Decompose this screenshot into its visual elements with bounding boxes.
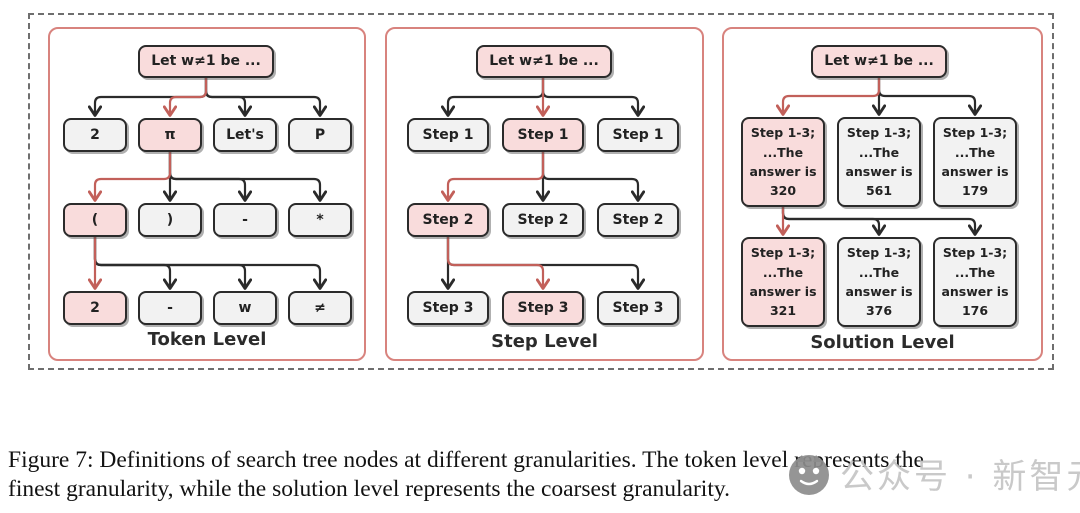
root-node-label: Let w≠1 be ... bbox=[151, 53, 261, 69]
panel-step-level: Let w≠1 be ... Step 1 Step 1 Step 1 Step… bbox=[385, 27, 704, 361]
tree-node: - bbox=[213, 203, 277, 237]
tree-node-label: Step 2 bbox=[517, 211, 569, 228]
tree-node: Step 3 bbox=[407, 291, 489, 325]
tree-node: Step 1-3; ...The answer is 376 bbox=[837, 237, 921, 327]
tree-node: Step 1-3; ...The answer is 176 bbox=[933, 237, 1017, 327]
tree-node-highlighted: Step 2 bbox=[407, 203, 489, 237]
tree-node-label: Step 1-3; ...The answer is 561 bbox=[845, 125, 913, 199]
tree-node-label: w bbox=[238, 299, 252, 316]
root-node-label: Let w≠1 be ... bbox=[489, 53, 599, 69]
tree-node-label: Step 1-3; ...The answer is 176 bbox=[941, 245, 1009, 319]
watermark-logo-icon bbox=[789, 454, 829, 495]
tree-node-label: Let's bbox=[226, 126, 264, 143]
tree-node-highlighted: Step 1 bbox=[502, 118, 584, 152]
tree-node-label: ) bbox=[166, 211, 174, 228]
tree-node-highlighted: Step 3 bbox=[502, 291, 584, 325]
tree-node-highlighted: Step 1-3; ...The answer is 320 bbox=[741, 117, 825, 207]
panel-title: Token Level bbox=[147, 329, 267, 350]
tree-node-highlighted: ( bbox=[63, 203, 127, 237]
figure-dashed-frame: Let w≠1 be ... 2 π Let's P ( ) - * 2 - w… bbox=[28, 13, 1054, 370]
tree-node-highlighted: 2 bbox=[63, 291, 127, 325]
tree-node: Step 1 bbox=[597, 118, 679, 152]
tree-node: w bbox=[213, 291, 277, 325]
root-node-label: Let w≠1 be ... bbox=[824, 53, 934, 69]
tree-node-label: - bbox=[167, 299, 173, 316]
panel-token-level: Let w≠1 be ... 2 π Let's P ( ) - * 2 - w… bbox=[48, 27, 366, 361]
tree-node-label: Step 2 bbox=[612, 211, 664, 228]
root-node: Let w≠1 be ... bbox=[476, 45, 612, 78]
tree-node: P bbox=[288, 118, 352, 152]
tree-node-highlighted: Step 1-3; ...The answer is 321 bbox=[741, 237, 825, 327]
figure-caption-line1: Figure 7: Definitions of search tree nod… bbox=[8, 447, 924, 473]
tree-node-label: - bbox=[242, 211, 248, 228]
tree-node-label: π bbox=[164, 126, 176, 143]
tree-node-label: Step 1 bbox=[612, 126, 664, 143]
tree-node-label: 2 bbox=[90, 299, 100, 316]
tree-node: 2 bbox=[63, 118, 127, 152]
tree-node-label: * bbox=[316, 211, 324, 228]
tree-node-label: Step 1 bbox=[517, 126, 569, 143]
tree-node-label: Step 1-3; ...The answer is 320 bbox=[749, 125, 817, 199]
panel-title: Step Level bbox=[491, 331, 598, 352]
tree-arrows bbox=[87, 76, 328, 290]
tree-node: ) bbox=[138, 203, 202, 237]
tree-node-label: Step 1-3; ...The answer is 179 bbox=[941, 125, 1009, 199]
figure-caption-line2: finest granularity, while the solution l… bbox=[8, 476, 730, 502]
watermark-text: 公众号 · 新智元 bbox=[840, 457, 1080, 497]
tree-node-label: Step 3 bbox=[517, 299, 569, 316]
tree-node: Let's bbox=[213, 118, 277, 152]
panel-title: Solution Level bbox=[810, 332, 955, 353]
tree-node-label: Step 1 bbox=[422, 126, 474, 143]
tree-node: Step 1-3; ...The answer is 179 bbox=[933, 117, 1017, 207]
tree-node-label: 2 bbox=[90, 126, 100, 143]
tree-node-label: Step 3 bbox=[612, 299, 664, 316]
tree-node: Step 2 bbox=[597, 203, 679, 237]
root-node: Let w≠1 be ... bbox=[138, 45, 274, 78]
tree-node: ≠ bbox=[288, 291, 352, 325]
tree-node: Step 2 bbox=[502, 203, 584, 237]
tree-node-label: Step 1-3; ...The answer is 376 bbox=[845, 245, 913, 319]
tree-node-label: Step 1-3; ...The answer is 321 bbox=[749, 245, 817, 319]
tree-node: * bbox=[288, 203, 352, 237]
panel-solution-level: Let w≠1 be ... Step 1-3; ...The answer i… bbox=[722, 27, 1043, 361]
root-node: Let w≠1 be ... bbox=[811, 45, 947, 78]
tree-node-label: Step 2 bbox=[422, 211, 474, 228]
tree-node-label: Step 3 bbox=[422, 299, 474, 316]
tree-node-highlighted: π bbox=[138, 118, 202, 152]
figure-caption: Figure 7: Definitions of search tree nod… bbox=[8, 446, 1076, 504]
tree-node-label: ≠ bbox=[314, 299, 326, 316]
watermark: 公众号 · 新智元 bbox=[787, 449, 1080, 498]
tree-node: Step 1-3; ...The answer is 561 bbox=[837, 117, 921, 207]
tree-node: Step 1 bbox=[407, 118, 489, 152]
tree-arrows bbox=[775, 76, 983, 236]
tree-node: - bbox=[138, 291, 202, 325]
tree-node-label: ( bbox=[91, 211, 99, 228]
tree-node-label: P bbox=[314, 126, 326, 143]
tree-node: Step 3 bbox=[597, 291, 679, 325]
tree-arrows bbox=[440, 76, 646, 290]
